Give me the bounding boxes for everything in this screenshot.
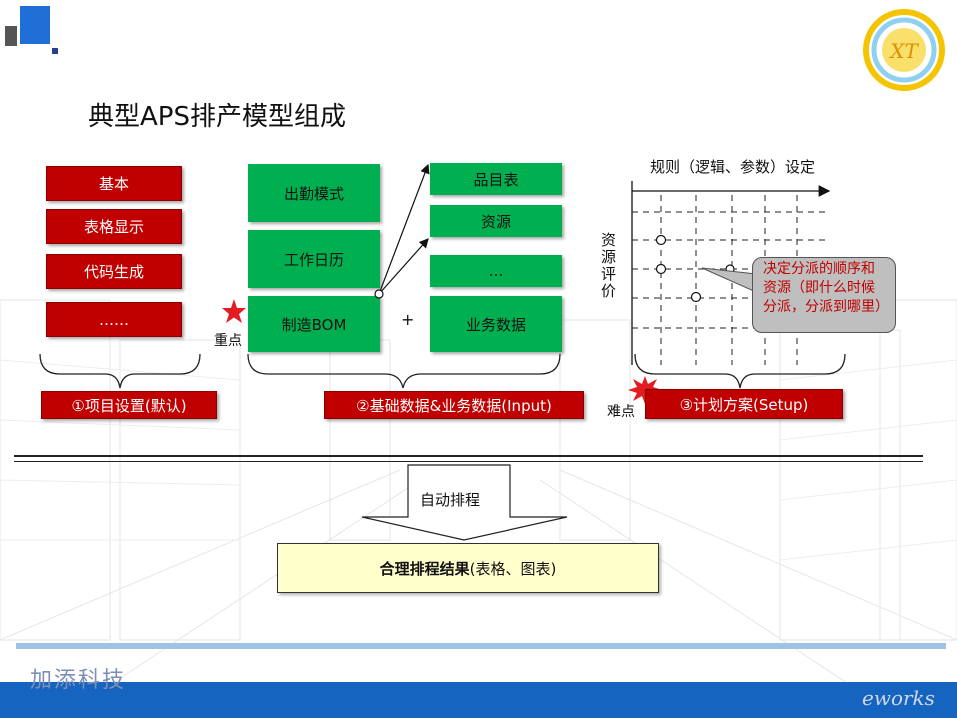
svg-text:XT: XT [888, 39, 919, 63]
plus-sign: + [401, 310, 415, 329]
auto-schedule-label: 自动排程 [420, 491, 481, 509]
project-item-more: …… [46, 302, 182, 337]
corner-decoration [5, 26, 17, 46]
resource-eval-label: 资源评价 [601, 231, 617, 300]
brand-watermark: eworks [862, 686, 935, 710]
bom-arrows [374, 163, 430, 299]
project-item-table-display: 表格显示 [46, 209, 182, 244]
footer-accent-line [16, 643, 946, 649]
corner-decoration-blue [20, 6, 50, 44]
ellipsis-box: … [430, 255, 562, 287]
item-label: 工作日历 [283, 250, 344, 269]
company-name: 加添科技 [30, 668, 127, 693]
page-title: 典型APS排产模型组成 [88, 102, 346, 132]
result-text: (表格、图表) [469, 559, 557, 578]
star-icon [222, 299, 246, 323]
divider-line-thin [14, 461, 923, 462]
project-item-basic: 基本 [46, 166, 182, 201]
item-master-box: 品目表 [430, 163, 562, 195]
item-label: 表格显示 [83, 218, 144, 236]
result-bold-text: 合理排程结果 [379, 559, 470, 578]
item-label: … [488, 262, 504, 280]
item-label: 品目表 [473, 170, 519, 189]
manufacturing-bom-box: 制造BOM [248, 296, 380, 352]
rule-setting-label: 规则（逻辑、参数）设定 [650, 158, 816, 176]
footer-bar [0, 682, 957, 718]
corner-decoration-small [52, 48, 58, 54]
item-label: 资源 [480, 212, 511, 231]
scheduling-result-box: 合理排程结果(表格、图表) [277, 543, 659, 593]
rule-grid [631, 181, 831, 365]
auto-schedule-arrow [361, 464, 568, 541]
resource-box: 资源 [430, 205, 562, 237]
item-label: 业务数据 [465, 315, 526, 334]
item-label: 制造BOM [281, 315, 347, 334]
section-braces [39, 353, 846, 389]
item-label: 出勤模式 [283, 184, 344, 203]
bubble-pointer [701, 267, 757, 293]
item-label: 基本 [98, 175, 129, 193]
project-item-code-gen: 代码生成 [46, 254, 182, 289]
difficulty-label: 难点 [607, 404, 635, 420]
divider-line [14, 455, 923, 457]
work-calendar-box: 工作日历 [248, 230, 380, 288]
company-logo: XT [863, 9, 945, 91]
key-point-label: 重点 [214, 333, 242, 349]
caption-label: ②基础数据&业务数据(Input) [356, 396, 552, 415]
project-settings-caption: ①项目设置(默认) [41, 391, 217, 419]
caption-label: ①项目设置(默认) [71, 396, 187, 415]
plan-setup-caption: ③计划方案(Setup) [645, 389, 843, 419]
attendance-mode-box: 出勤模式 [248, 164, 380, 222]
business-data-box: 业务数据 [430, 296, 562, 352]
data-input-caption: ②基础数据&业务数据(Input) [324, 391, 584, 419]
item-label: …… [99, 310, 129, 329]
dispatch-callout: 决定分派的顺序和资源（即什么时候分派，分派到哪里） [752, 257, 896, 333]
item-label: 代码生成 [83, 263, 144, 281]
caption-label: ③计划方案(Setup) [679, 395, 809, 414]
